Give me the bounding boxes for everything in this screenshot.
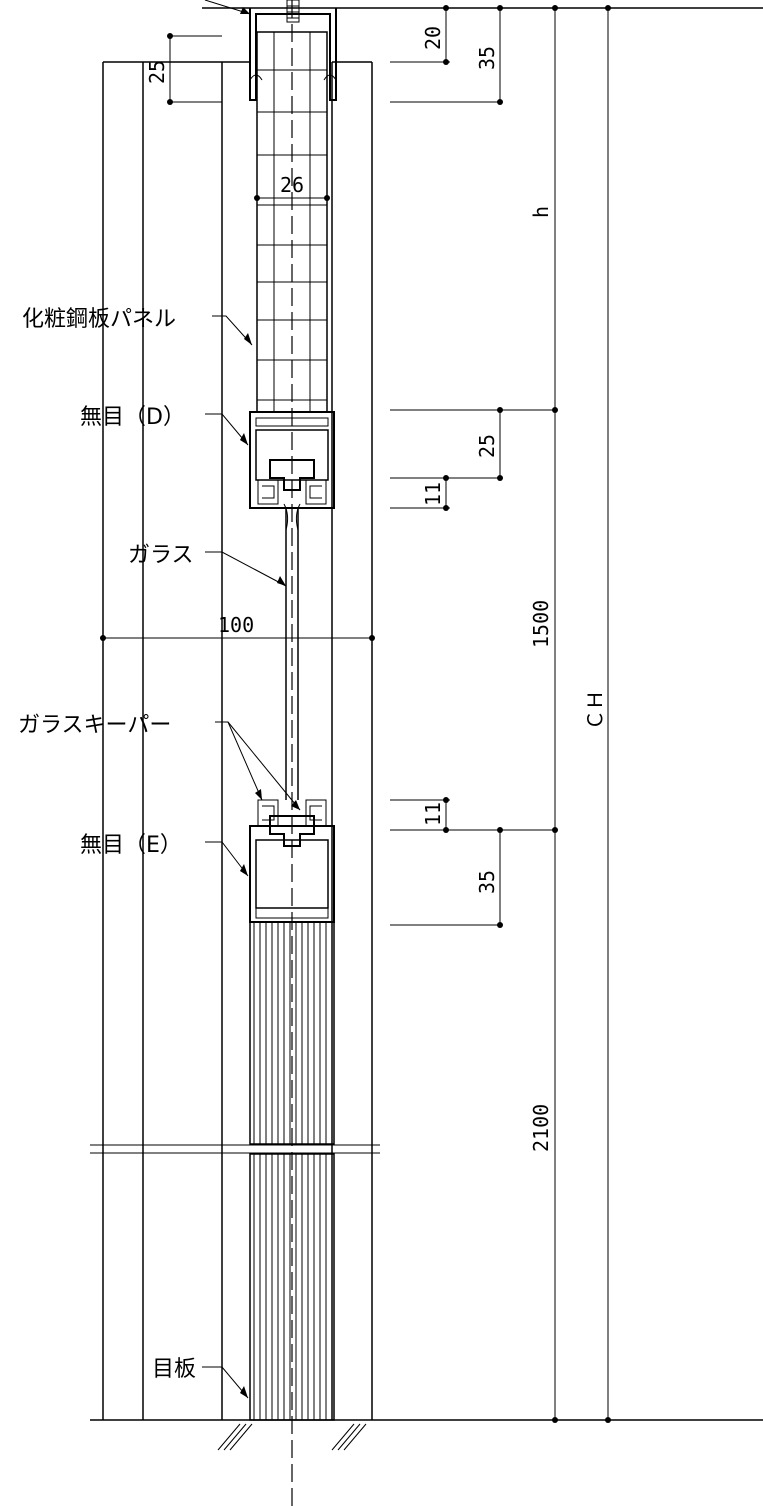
dim-100: 100 xyxy=(218,613,254,637)
wall-lines xyxy=(90,7,763,1421)
top-channel xyxy=(249,0,337,101)
dim-20: 20 xyxy=(421,26,445,50)
label-glass: ガラス xyxy=(128,543,194,568)
label-joint-panel: 目板 xyxy=(152,1357,196,1382)
label-transom-d: 無目（D） xyxy=(80,405,185,430)
floor-hatch xyxy=(217,1423,367,1451)
labels: 化粧鋼板パネル 無目（D） ガラス ガラスキーパー 無目（E） 目板 xyxy=(18,307,196,1382)
dim-35-bottom: 35 xyxy=(475,870,499,894)
glass-pane xyxy=(283,503,301,800)
dim-11-a: 11 xyxy=(421,482,445,506)
leader-lines xyxy=(202,0,301,1399)
dimension-lines xyxy=(100,5,611,1423)
dimension-texts: 20 35 25 26 h 25 11 1500 100 ＣＨ 11 35 21… xyxy=(145,26,607,1152)
dim-2100: 2100 xyxy=(529,1104,553,1152)
label-glass-keeper: ガラスキーパー xyxy=(18,713,171,738)
label-transom-e: 無目（E） xyxy=(80,833,182,858)
dim-26: 26 xyxy=(280,173,304,197)
dim-35-top: 35 xyxy=(475,46,499,70)
dim-11-b: 11 xyxy=(421,802,445,826)
joint-panel xyxy=(249,921,335,1421)
label-panel: 化粧鋼板パネル xyxy=(22,307,176,332)
break-lines xyxy=(90,1144,380,1154)
dim-25-top: 25 xyxy=(145,60,169,84)
dim-1500: 1500 xyxy=(529,600,553,648)
dim-ch: ＣＨ xyxy=(583,690,607,730)
dim-25-mid: 25 xyxy=(475,434,499,458)
dim-h: h xyxy=(529,206,553,218)
